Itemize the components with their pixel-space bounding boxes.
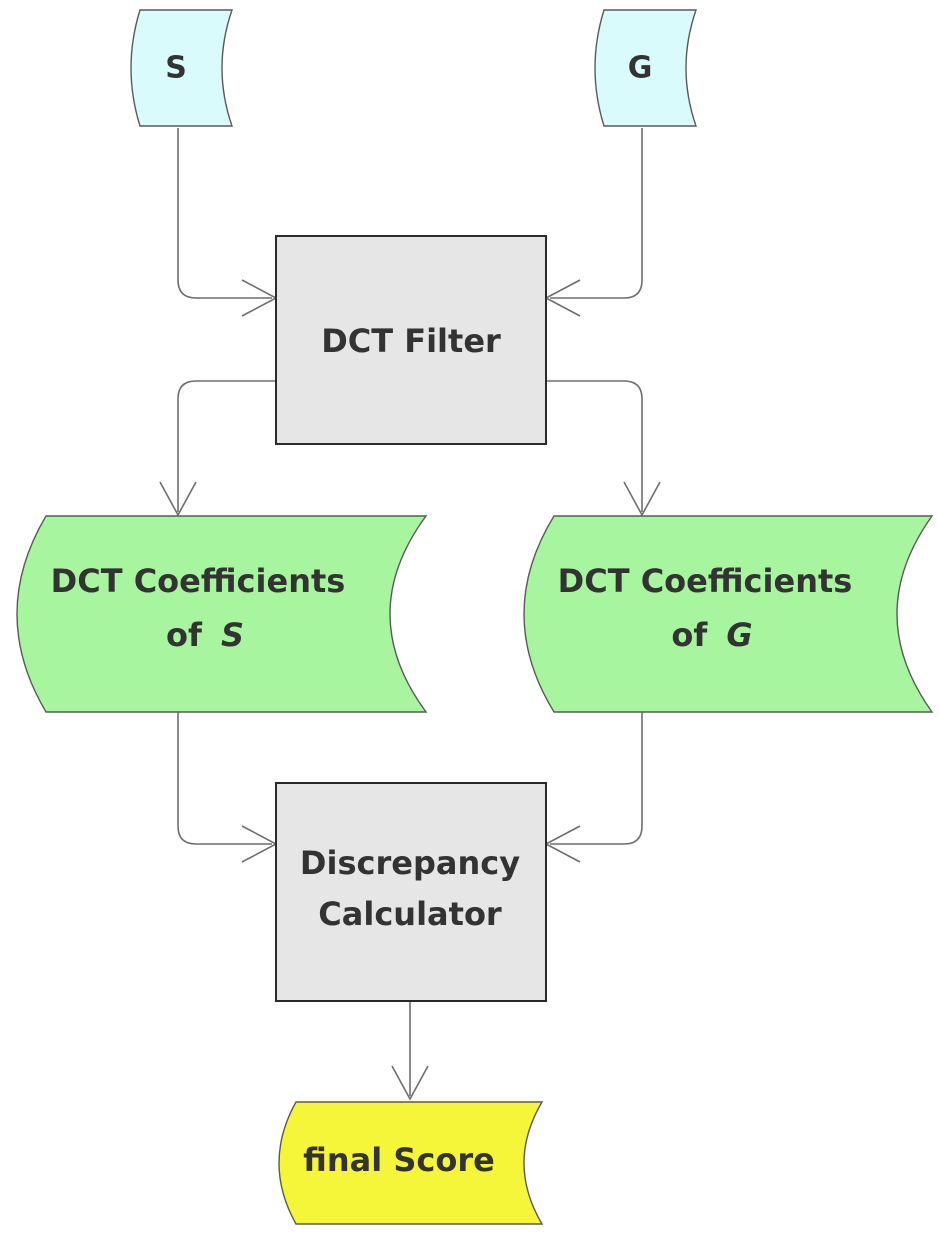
node-final-score: final Score [278,1101,544,1225]
node-dct-filter: DCT Filter [275,235,547,445]
node-input-s-shape [130,9,233,127]
edges [159,128,661,1101]
node-coef-g-shape [523,515,934,713]
arrowhead-discrepancy-to-final-score [391,1065,429,1101]
node-dct-filter-label: DCT Filter [321,322,501,360]
node-coef-g-line2-var: G [726,616,752,654]
node-coef-s-line2: of S [166,616,244,654]
edge-coef-s-to-discrepancy [177,712,272,845]
node-discrepancy-calculator-shape [275,782,547,1002]
node-coef-s-shape [16,515,428,713]
edge-dct-filter-to-coef-s [177,380,276,512]
node-coef-s: DCT Coefficients of S [16,515,428,713]
edge-g-to-dct-filter [550,128,643,299]
edge-coef-g-to-discrepancy [550,712,643,845]
edge-s-to-dct-filter [177,128,272,299]
node-coef-g: DCT Coefficients of G [523,515,934,713]
arrowhead-dct-filter-to-coef-s [159,481,197,517]
node-discrepancy-line2: Calculator [318,895,502,933]
edge-dct-filter-to-coef-g [546,380,643,512]
node-input-g-shape [594,9,697,127]
node-discrepancy-line1: Discrepancy [300,844,520,882]
node-coef-g-line1: DCT Coefficients [558,562,853,600]
node-coef-s-line2-prefix: of [166,616,213,654]
node-coef-s-line2-var: S [221,616,244,654]
node-input-s-label: S [165,51,187,86]
node-input-g-label: G [628,51,653,86]
node-final-score-label: final Score [303,1141,495,1179]
node-input-g: G [594,9,697,127]
node-final-score-shape [278,1101,544,1225]
node-coef-s-line1: DCT Coefficients [51,562,346,600]
node-dct-filter-shape [275,235,547,445]
node-discrepancy-calculator: Discrepancy Calculator [275,782,547,1002]
node-input-s: S [130,9,233,127]
node-coef-g-line2: of G [671,616,752,654]
node-coef-g-line2-prefix: of [671,616,718,654]
arrowhead-dct-filter-to-coef-g [623,481,661,517]
